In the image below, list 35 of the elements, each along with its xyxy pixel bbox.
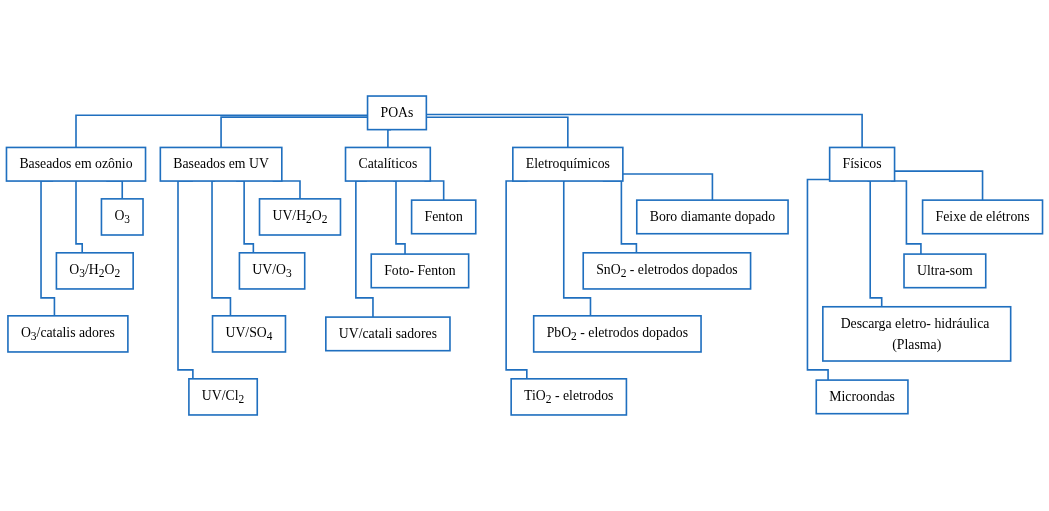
- node-box: Físicos: [828, 146, 896, 182]
- node-box: O$_{3}$: [100, 198, 144, 236]
- connector: [622, 173, 714, 201]
- node-box: PbO$_{2}$ - eletrodos dopados: [532, 315, 702, 353]
- node-box: Foto- Fenton: [370, 253, 470, 289]
- node-box: SnO$_{2}$ - eletrodos dopados: [582, 252, 752, 290]
- node-box: Microondas: [815, 379, 909, 415]
- node-box: Feixe de elétrons: [921, 199, 1044, 235]
- node-box: TiO$_{2}$ - eletrodos: [510, 378, 628, 416]
- connector: [806, 178, 831, 381]
- node-box: UV/O$_{3}$: [238, 252, 306, 290]
- node-box: POAs: [366, 95, 428, 131]
- connector: [866, 180, 883, 308]
- node-box: Baseados em ozônio: [5, 146, 147, 182]
- connector: [211, 180, 232, 317]
- node-box: UV/Cl$_{2}$: [188, 378, 259, 416]
- node-box: Baseados em UV: [159, 146, 283, 182]
- node-box: Ultra-som: [903, 253, 987, 289]
- connector: [40, 180, 56, 317]
- node-box: UV/H$_{2}$O$_{2}$: [258, 198, 342, 236]
- node-box: Descarga eletro- hidráulica (Plasma): [822, 305, 1012, 362]
- node-box: O$_{3}$/H$_{2}$O$_{2}$: [55, 252, 134, 290]
- node-box: Boro diamante dopado: [635, 199, 789, 235]
- connector: [177, 180, 194, 380]
- connector: [392, 180, 406, 255]
- connector: [75, 180, 83, 254]
- node-box: Eletroquímicos: [512, 146, 624, 182]
- connector: [562, 180, 592, 317]
- node-box: Catalíticos: [344, 146, 432, 182]
- node-box: Fenton: [410, 199, 477, 235]
- node-box: UV/catali sadores: [325, 316, 451, 352]
- node-box: O$_{3}$/catalis adores: [7, 315, 129, 353]
- connector: [355, 180, 374, 318]
- node-box: UV/SO$_{4}$: [211, 315, 287, 353]
- connector: [505, 180, 529, 380]
